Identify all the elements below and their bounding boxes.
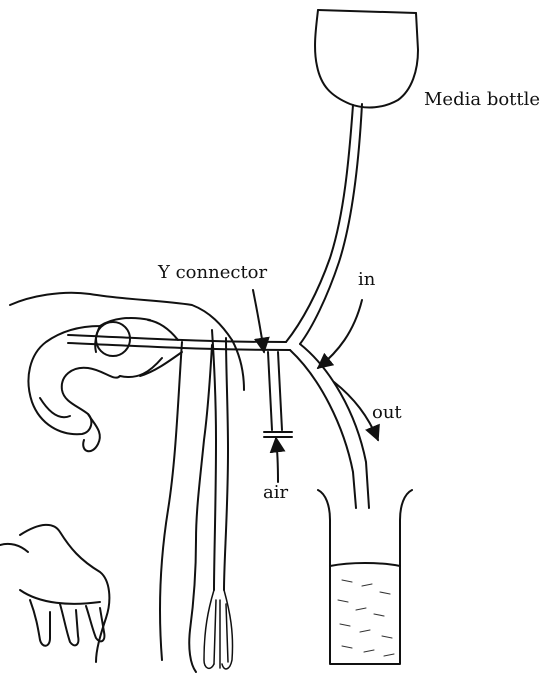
inflow-tube: [286, 104, 362, 344]
ovary: [96, 322, 130, 356]
catheter: [68, 335, 290, 350]
in-label: in: [358, 271, 375, 289]
collection-vessel: [318, 490, 412, 664]
cow-tail: [204, 330, 233, 669]
air-branch: [264, 352, 292, 437]
air-label: air: [263, 484, 288, 502]
collected-fluid: [338, 580, 394, 656]
uterus-outline: [28, 318, 182, 451]
media-bottle-label: Media bottle: [424, 91, 540, 109]
out-label: out: [372, 404, 402, 422]
media-bottle: [315, 10, 418, 107]
y-connector-label: Y connector: [158, 264, 267, 282]
outflow-tube: [290, 344, 369, 508]
cow-udder: [20, 590, 104, 646]
air-arrow: [276, 438, 278, 482]
in-arrow: [318, 300, 362, 368]
